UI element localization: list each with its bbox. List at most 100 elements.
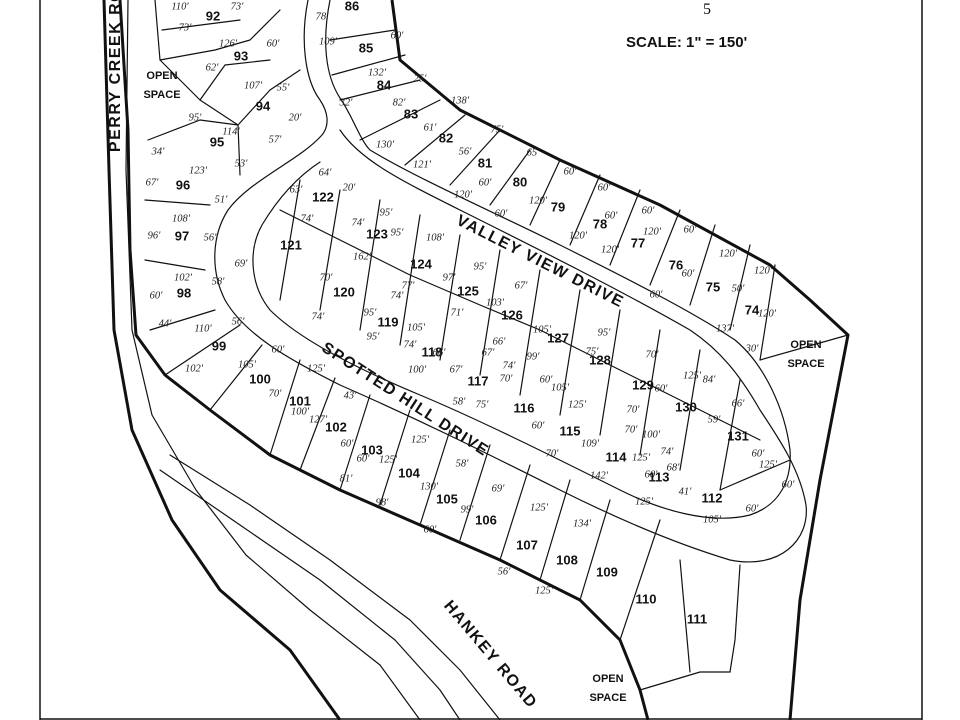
lot-number-96: 96 [176, 177, 190, 192]
lot-dimension-label: 108' [426, 232, 445, 243]
svg-text:SPACE: SPACE [589, 692, 626, 704]
svg-text:OPEN: OPEN [790, 339, 821, 351]
lot-dimension-label: 71' [451, 307, 465, 318]
lot-dimension-label: 102' [174, 272, 193, 283]
lot-number-99: 99 [212, 338, 226, 353]
lot-dimension-label: 60' [564, 166, 578, 177]
lot-dimension-label: 95' [474, 261, 488, 272]
lot-number-101: 101 [289, 393, 311, 408]
lot-dimension-label: 60' [341, 438, 355, 449]
lot-dimension-label: 125' [759, 459, 778, 470]
lot-dimension-label: 74' [301, 213, 315, 224]
lot-number-74: 74 [745, 302, 760, 317]
lot-number-126: 126 [501, 307, 523, 322]
lot-number-82: 82 [439, 130, 453, 145]
lot-dimension-label: 109' [319, 36, 338, 47]
lot-dimension-label: 69' [492, 483, 506, 494]
lot-dimension-label: 60' [655, 383, 669, 394]
lot-dimension-label: 60' [272, 344, 286, 355]
lot-dimension-label: 126' [219, 38, 238, 49]
lot-dimension-label: 84' [703, 374, 717, 385]
lot-dimension-label: 60' [479, 177, 493, 188]
lot-dimension-label: 41' [679, 486, 693, 497]
open-space-label-south: OPEN SPACE [589, 673, 626, 704]
open-space-label-west: OPEN SPACE [143, 70, 180, 101]
lot-number-98: 98 [177, 285, 191, 300]
lot-dimension-label: 56' [232, 316, 246, 327]
lot-number-104: 104 [398, 465, 420, 480]
lot-dimension-label: 56' [459, 146, 473, 157]
lot-dimension-label: 120' [569, 230, 588, 241]
lot-dimension-label: 95' [364, 307, 378, 318]
lot-dimension-label: 67' [146, 177, 160, 188]
lot-number-117: 117 [468, 373, 489, 388]
lot-number-81: 81 [478, 155, 492, 170]
perry-creek-road [102, 0, 421, 720]
lot-dimension-label: 100' [642, 429, 661, 440]
svg-text:OPEN: OPEN [592, 673, 623, 685]
lot-dimension-label: 102' [185, 363, 204, 374]
lot-dimension-label: 60' [684, 224, 698, 235]
lot-number-103: 103 [361, 442, 383, 457]
lot-dimension-label: 60' [752, 448, 766, 459]
lot-dimension-label: 68' [667, 462, 681, 473]
lot-number-118: 118 [422, 344, 443, 359]
lot-dimension-label: 60' [424, 524, 438, 535]
lot-dimension-label: 121' [413, 159, 432, 170]
lot-number-94: 94 [256, 98, 271, 113]
lot-dimension-label: 55' [277, 82, 291, 93]
lot-labels: 8685848382818079787776757492939495969798… [175, 0, 760, 626]
lot-dimension-label: 70' [646, 349, 660, 360]
hankey-road-label: HANKEY ROAD [440, 598, 540, 713]
lot-dimension-label: 60' [267, 38, 281, 49]
lot-number-124: 124 [410, 256, 432, 271]
lot-dimension-label: 74' [404, 339, 418, 350]
lot-dimension-label: 95' [598, 327, 612, 338]
lot-dimension-label: 95' [380, 207, 394, 218]
lot-dimension-label: 125' [411, 434, 430, 445]
lot-number-116: 116 [514, 400, 535, 415]
lot-dimension-label: 62' [206, 62, 220, 73]
lot-dimension-label: 97' [443, 272, 457, 283]
lot-dimension-label: 70' [546, 448, 560, 459]
lot-dimension-label: 70' [320, 272, 334, 283]
lot-dimension-label: 34' [151, 146, 166, 157]
lot-number-115: 115 [560, 423, 581, 438]
subdivision-boundary [118, 0, 850, 720]
lot-dimension-label: 75' [586, 346, 600, 357]
lot-number-80: 80 [513, 174, 527, 189]
lot-dimension-label: 100' [291, 406, 310, 417]
lot-dimension-label: 70' [500, 373, 514, 384]
lot-dimension-label: 130' [420, 481, 439, 492]
lot-dimension-label: 60' [650, 289, 664, 300]
lot-dimension-label: 120' [758, 308, 777, 319]
lot-dimension-label: 53' [235, 158, 249, 169]
lot-dimension-label: 74' [661, 446, 675, 457]
lot-number-102: 102 [325, 419, 347, 434]
lot-dimension-label: 66' [493, 336, 507, 347]
lot-dimension-label: 60' [495, 208, 509, 219]
svg-text:SPACE: SPACE [143, 89, 180, 101]
lot-dimension-label: 58' [212, 276, 226, 287]
loop-road [214, 0, 807, 563]
lot-dimension-label: 60' [782, 479, 796, 490]
top-mark: 5 [703, 1, 711, 18]
lot-dimension-label: 70' [627, 404, 641, 415]
lot-dimension-label: 74' [352, 217, 366, 228]
lot-dimension-label: 60' [605, 210, 619, 221]
lot-number-109: 109 [596, 564, 618, 579]
lot-number-121: 121 [280, 237, 302, 252]
lot-number-122: 122 [312, 189, 334, 204]
lot-dimension-label: 60' [682, 268, 696, 279]
lot-number-128: 128 [589, 352, 611, 367]
lot-dimension-label: 142' [590, 470, 609, 481]
lot-dimension-label: 108' [172, 213, 191, 224]
lot-number-108: 108 [556, 552, 578, 567]
lot-dimension-label: 125' [683, 370, 702, 381]
lot-dimension-label: 125' [307, 363, 326, 374]
lot-number-78: 78 [593, 216, 607, 231]
lot-dimension-label: 60' [150, 290, 164, 301]
lot-number-97: 97 [175, 228, 189, 243]
lot-dimension-label: 65' [527, 147, 541, 158]
lot-dimension-label: 105' [703, 514, 722, 525]
